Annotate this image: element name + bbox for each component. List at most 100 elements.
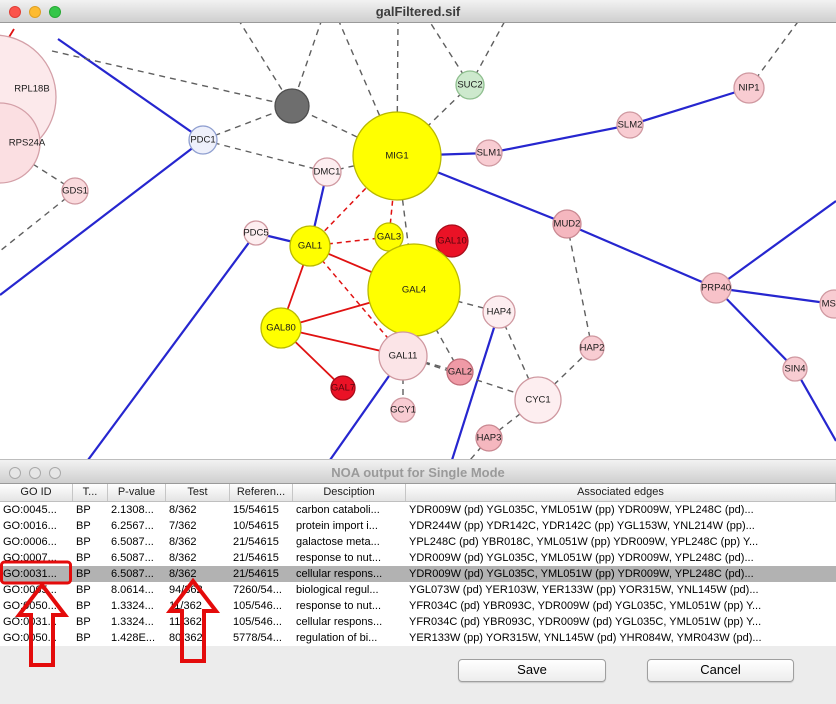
table-cell: YER133W (pp) YOR315W, YNL145W (pd) YHR08… — [409, 632, 762, 644]
network-edge — [202, 139, 328, 173]
table-cell: BP — [76, 520, 91, 532]
network-node-HAP4[interactable] — [482, 295, 516, 329]
noa-window-titlebar[interactable]: NOA output for Single Mode — [0, 459, 836, 484]
network-node-PDC5[interactable] — [243, 220, 269, 246]
table-cell: BP — [76, 584, 91, 596]
network-node-GDS1[interactable] — [61, 177, 89, 205]
network-node-SLM2[interactable] — [616, 111, 644, 139]
zoom-button-icon[interactable] — [49, 5, 61, 18]
table-cell: 2.1308... — [111, 504, 154, 516]
network-node-HAP3[interactable] — [475, 424, 503, 452]
network-node-CYC1[interactable] — [514, 376, 562, 424]
network-edge — [794, 368, 836, 442]
close-button-icon[interactable] — [9, 466, 21, 479]
close-button-icon[interactable] — [9, 5, 21, 18]
table-cell: YPL248C (pd) YBR018C, YML051W (pp) YDR00… — [409, 536, 759, 548]
network-node-GAL2[interactable] — [446, 358, 474, 386]
network-node-label: HAP2 — [580, 343, 605, 354]
table-cell: YDR244W (pp) YDR142C, YDR142C (pp) YGL15… — [409, 520, 755, 532]
network-node-NIP1[interactable] — [733, 72, 765, 104]
network-node-label: HAP4 — [487, 307, 512, 318]
network-node-MIG1[interactable] — [352, 111, 442, 201]
table-cell: 6.2567... — [111, 520, 154, 532]
table-cell: BP — [76, 552, 91, 564]
table-cell: 21/54615 — [233, 536, 279, 548]
network-node-label: GCY1 — [390, 405, 416, 416]
network-node-label: MSL1 — [822, 299, 836, 310]
network-edge — [396, 84, 471, 157]
table-cell: 10/54615 — [233, 520, 279, 532]
table-cell: 1.3324... — [111, 616, 154, 628]
network-node-label: GAL10 — [437, 236, 467, 247]
network-node-GAL7[interactable] — [330, 375, 356, 401]
network-node-GAL80[interactable] — [260, 307, 302, 349]
network-node-label: RPS24A — [9, 138, 46, 149]
network-edge — [715, 200, 836, 289]
network-node-MSL1[interactable] — [819, 289, 836, 319]
column-header-associated-edges[interactable]: Associated edges — [406, 484, 836, 501]
network-edge — [51, 50, 293, 107]
network-node-DMC1[interactable] — [312, 157, 342, 187]
table-cell: GO:0007... — [3, 552, 57, 564]
minimize-button-icon[interactable] — [29, 466, 41, 479]
column-header-go-id[interactable]: GO ID — [0, 484, 73, 501]
network-node-label: CYC1 — [525, 395, 550, 406]
network-node-label: GAL7 — [331, 383, 355, 394]
network-edge — [451, 311, 501, 459]
table-cell: 94/362 — [169, 584, 203, 596]
network-node-SIN4[interactable] — [782, 356, 808, 382]
network-node-SLM1[interactable] — [475, 139, 503, 167]
table-cell: 15/54615 — [233, 504, 279, 516]
zoom-button-icon[interactable] — [49, 466, 61, 479]
minimize-button-icon[interactable] — [29, 5, 41, 18]
table-cell: 5778/54... — [233, 632, 282, 644]
column-header-desciption[interactable]: Desciption — [293, 484, 406, 501]
table-cell: 105/546... — [233, 616, 282, 628]
table-cell: BP — [76, 504, 91, 516]
network-node-GAL10[interactable] — [435, 224, 469, 258]
table-cell: GO:0045... — [3, 504, 57, 516]
table-cell: galactose meta... — [296, 536, 380, 548]
network-node-PRP40[interactable] — [700, 272, 732, 304]
column-header-p-value[interactable]: P-value — [108, 484, 166, 501]
save-button[interactable]: Save — [458, 659, 606, 682]
column-header-t-[interactable]: T... — [73, 484, 108, 501]
network-node-HAP2[interactable] — [579, 335, 605, 361]
column-header-test[interactable]: Test — [166, 484, 230, 501]
table-cell: 105/546... — [233, 600, 282, 612]
table-cell: 7/362 — [169, 520, 197, 532]
window-title: galFiltered.sif — [375, 4, 461, 19]
table-cell: 11/362 — [169, 600, 202, 612]
network-edge — [87, 232, 257, 459]
network-window-titlebar[interactable]: galFiltered.sif — [0, 0, 836, 23]
window-controls-inactive — [9, 460, 61, 485]
network-node-GAL1[interactable] — [289, 225, 331, 267]
network-node-label: SLM2 — [618, 120, 643, 131]
network-node-MUD2[interactable] — [552, 209, 582, 239]
network-edge — [57, 38, 204, 141]
network-node-label: GAL1 — [298, 241, 322, 252]
table-cell: 21/54615 — [233, 552, 279, 564]
network-node-SUC2[interactable] — [455, 70, 485, 100]
network-node-RPS24A[interactable] — [0, 102, 41, 184]
column-header-referen-[interactable]: Referen... — [230, 484, 293, 501]
network-node-PDC1[interactable] — [188, 125, 218, 155]
network-edge — [291, 23, 322, 107]
cancel-button[interactable]: Cancel — [647, 659, 794, 682]
network-node-GAL11[interactable] — [378, 331, 428, 381]
network-node-GCY1[interactable] — [390, 397, 416, 423]
network-node-GRAY[interactable] — [274, 88, 310, 124]
table-cell: 1.3324... — [111, 600, 154, 612]
